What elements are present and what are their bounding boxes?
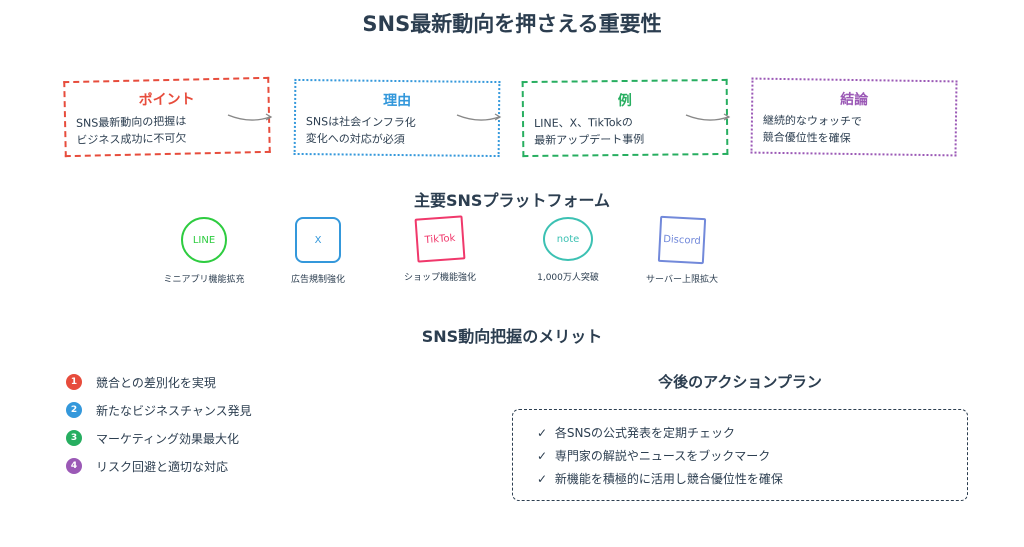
number-badge: 4 xyxy=(66,458,82,474)
platform-label: ショップ機能強化 xyxy=(403,273,476,283)
x-icon: X xyxy=(295,217,341,263)
note-icon: note xyxy=(543,217,593,261)
prep-card-title: 結論 xyxy=(840,91,869,109)
action-item-text: 新機能を積極的に活用し競合優位性を確保 xyxy=(554,472,783,486)
platform-line: LINE ミニアプリ機能拡充 xyxy=(149,217,259,285)
flow-arrow-icon xyxy=(685,113,731,121)
benefit-text: リスク回避と適切な対応 xyxy=(96,459,229,474)
benefit-item: 4 リスク回避と適切な対応 xyxy=(66,457,228,475)
number-badge: 1 xyxy=(66,374,82,390)
line-icon: LINE xyxy=(181,217,227,263)
check-icon: ✓ xyxy=(537,426,548,440)
tiktok-icon: TikTok xyxy=(414,215,466,263)
action-item: ✓ 専門家の解説やニュースをブックマーク xyxy=(537,445,967,468)
prep-card-title: 例 xyxy=(617,92,632,110)
action-item-text: 各SNSの公式発表を定期チェック xyxy=(554,426,736,440)
page-title: SNS最新動向を押さえる重要性 xyxy=(362,12,662,36)
platform-discord: Discord サーバー上限拡大 xyxy=(627,215,737,285)
benefits-section-title: SNS動向把握のメリット xyxy=(421,327,603,346)
benefit-text: 新たなビジネスチャンス発見 xyxy=(96,403,252,418)
platforms-section-title: 主要SNSプラットフォーム xyxy=(414,191,610,210)
benefit-text: マーケティング効果最大化 xyxy=(96,431,240,446)
platform-label: 1,000万人突破 xyxy=(537,273,599,283)
action-item-text: 専門家の解説やニュースをブックマーク xyxy=(554,449,771,463)
action-plan-box: ✓ 各SNSの公式発表を定期チェック ✓ 専門家の解説やニュースをブックマーク … xyxy=(512,409,968,501)
platform-note: note 1,000万人突破 xyxy=(513,217,623,283)
benefit-item: 3 マーケティング効果最大化 xyxy=(66,429,239,447)
prep-card-text: 継続的なウォッチで 競合優位性を確保 xyxy=(762,113,863,145)
action-item: ✓ 新機能を積極的に活用し競合優位性を確保 xyxy=(537,468,967,491)
action-plan-title: 今後のアクションプラン xyxy=(658,373,822,391)
platform-label: サーバー上限拡大 xyxy=(646,275,718,285)
flow-arrow-icon xyxy=(227,113,273,121)
prep-card-title: ポイント xyxy=(138,91,195,109)
number-badge: 3 xyxy=(66,430,82,446)
number-badge: 2 xyxy=(66,402,82,418)
benefit-item: 2 新たなビジネスチャンス発見 xyxy=(66,401,252,419)
flow-arrow-icon xyxy=(456,113,502,121)
prep-card-title: 理由 xyxy=(383,92,412,110)
platform-label: ミニアプリ機能拡充 xyxy=(163,275,245,285)
platform-label: 広告規制強化 xyxy=(290,275,345,285)
discord-icon: Discord xyxy=(657,215,707,265)
check-icon: ✓ xyxy=(537,472,548,486)
action-item: ✓ 各SNSの公式発表を定期チェック xyxy=(537,422,967,445)
platform-tiktok: TikTok ショップ機能強化 xyxy=(385,215,495,283)
benefit-text: 競合との差別化を実現 xyxy=(96,375,216,390)
prep-card-conclusion: 結論 継続的なウォッチで 競合優位性を確保 xyxy=(750,77,958,157)
benefit-item: 1 競合との差別化を実現 xyxy=(66,373,216,391)
platform-x: X 広告規制強化 xyxy=(263,217,373,285)
check-icon: ✓ xyxy=(537,449,548,463)
